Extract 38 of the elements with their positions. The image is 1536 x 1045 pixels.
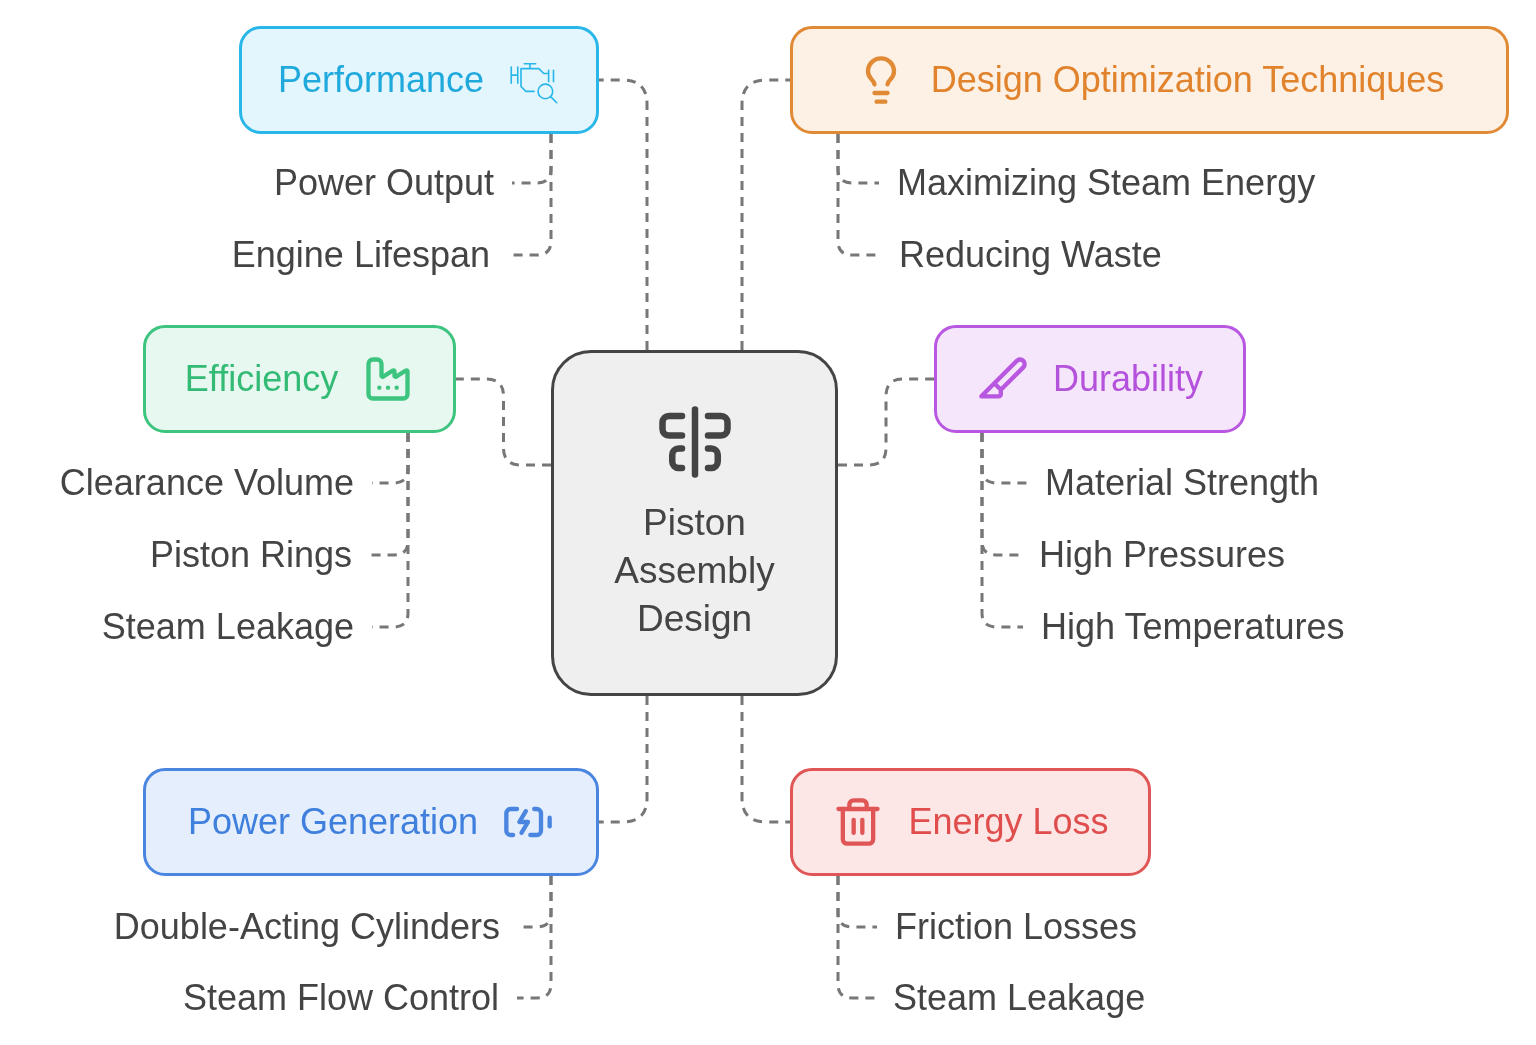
connector-line	[517, 876, 553, 1000]
branch-label: Clearance Volume	[59, 461, 354, 505]
category-title: Design Optimization Techniques	[930, 59, 1445, 101]
branch-label: High Pressures	[1039, 533, 1286, 577]
connector-line	[740, 696, 790, 824]
branch-label: Steam Leakage	[101, 605, 354, 649]
category-box	[143, 768, 599, 876]
branch-label: Friction Losses	[895, 905, 1138, 949]
connector-line	[740, 78, 790, 350]
branch-label: Steam Flow Control	[182, 976, 499, 1020]
category-title: Performance	[277, 59, 485, 101]
category-title: Power Generation	[187, 801, 479, 843]
branch-label: Piston Rings	[149, 533, 352, 577]
branch-label: Engine Lifespan	[231, 233, 490, 277]
branch-label: Power Output	[273, 161, 494, 205]
branch-label: Maximizing Steam Energy	[897, 161, 1316, 205]
connector-line	[836, 876, 875, 1000]
connector-line	[372, 433, 410, 629]
connector-line	[980, 433, 1023, 629]
branch-label: Material Strength	[1045, 461, 1320, 505]
center-box	[551, 350, 838, 696]
connector-line	[599, 696, 649, 824]
branch-label: Steam Leakage	[893, 976, 1146, 1020]
category-box	[934, 325, 1246, 433]
branch-label: High Temperatures	[1041, 605, 1345, 649]
category-box	[143, 325, 456, 433]
connector-line	[456, 377, 551, 467]
category-box	[239, 26, 599, 134]
connector-line	[838, 377, 934, 467]
category-title: Efficiency	[184, 358, 339, 400]
connector-line	[599, 78, 649, 350]
category-box	[790, 26, 1509, 134]
center-title: Piston Assembly Design	[613, 501, 776, 641]
branch-label: Double-Acting Cylinders	[113, 905, 500, 949]
category-title: Energy Loss	[908, 801, 1109, 843]
category-box	[790, 768, 1151, 876]
branch-label: Reducing Waste	[899, 233, 1162, 277]
category-title: Durability	[1052, 358, 1203, 400]
